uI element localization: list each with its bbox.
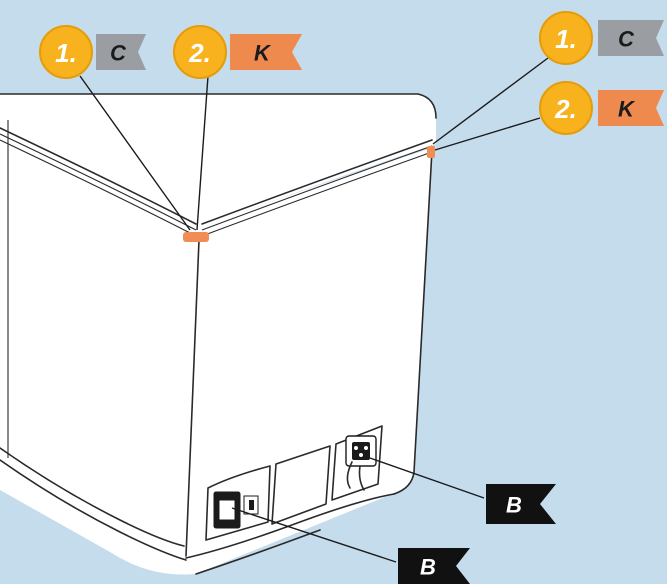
- flag-letter: K: [618, 97, 636, 122]
- flag-letter: B: [420, 555, 436, 580]
- callout-b-connector: B: [486, 484, 556, 524]
- callout-left-step1: 1. C: [40, 26, 146, 78]
- flag-letter: C: [618, 27, 635, 52]
- step-number: 1.: [55, 38, 77, 68]
- flag-letter: C: [110, 41, 127, 66]
- hinge-marker-right: [427, 146, 435, 158]
- callout-left-step2: 2. K: [174, 26, 302, 78]
- callout-right-step2: 2. K: [540, 82, 664, 134]
- step-number: 2.: [554, 94, 577, 124]
- callout-b-switch: B: [398, 548, 470, 584]
- callout-right-step1: 1. C: [540, 12, 664, 64]
- hinge-marker-front: [183, 232, 209, 242]
- freezer-body: [0, 94, 436, 575]
- flag-letter: B: [506, 493, 522, 518]
- flag-letter: K: [254, 41, 272, 66]
- step-number: 2.: [188, 38, 211, 68]
- step-number: 1.: [555, 24, 577, 54]
